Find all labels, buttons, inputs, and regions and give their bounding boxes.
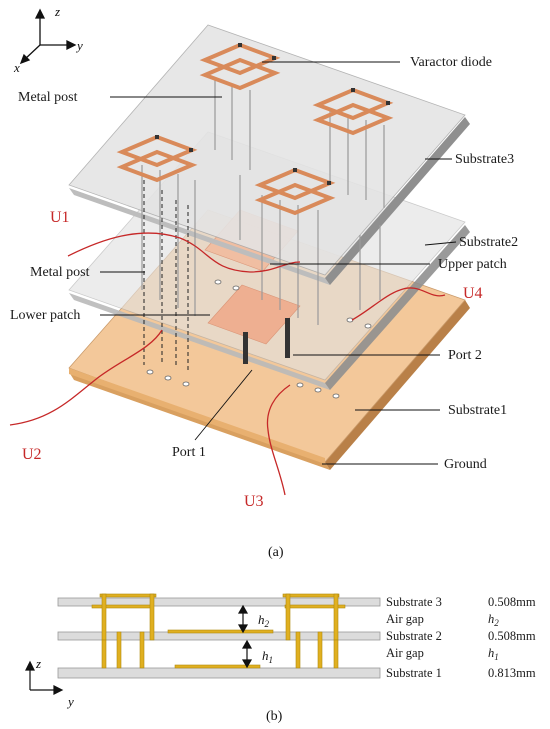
label-substrate2: Substrate2 [459,235,518,250]
label-u1: U1 [50,209,70,226]
layer-name-1: Air gap [386,612,424,626]
layer-name-2: Substrate 2 [386,629,442,643]
label-u2: U2 [22,446,42,463]
gold-structures [91,593,346,669]
leader-lines [100,61,457,465]
gap-arrows [237,604,253,669]
figure-b: h2 h1 Substrate 3 Air gap Substrate 2 Ai… [25,593,536,724]
substrate1-bar [57,667,381,679]
gap-label-h1: h1 [262,648,273,665]
label-metal-post-mid: Metal post [30,265,90,280]
label-u3: U3 [244,493,264,510]
axis-b-y-label: y [66,694,74,709]
layer-name-4: Substrate 1 [386,666,442,680]
substrate3-bar [57,597,381,607]
layer-thickness-0: 0.508mm [488,595,536,609]
layer-thickness-3: h1 [488,646,499,662]
axis-b-z-label: z [35,656,41,671]
alignment-arrows [143,180,189,370]
axis-y-label: y [75,38,83,53]
label-port1: Port 1 [172,445,206,460]
label-varactor-diode: Varactor diode [410,55,492,70]
label-u4: U4 [463,285,483,302]
gap-label-h2: h2 [258,612,270,629]
label-substrate1: Substrate1 [448,403,507,418]
unit-curves [9,232,446,496]
port2-feed-post [285,318,290,358]
axis-z-label: z [54,4,60,19]
label-ground: Ground [444,457,487,472]
layer-name-0: Substrate 3 [386,595,442,609]
vias [146,279,372,399]
metal-posts [141,80,385,325]
layer-thickness-1: h2 [488,612,499,628]
axes-b [25,660,64,695]
caption-a: (a) [268,545,284,560]
axes-triad-a [19,8,77,65]
axis-x-label: x [13,60,20,75]
figure-a: z y x [9,4,518,560]
layer-name-3: Air gap [386,646,424,660]
layer-thickness-2: 0.508mm [488,629,536,643]
varactor-diodes [155,43,390,185]
caption-b: (b) [266,709,283,724]
label-metal-post-top: Metal post [18,90,78,105]
label-lower-patch: Lower patch [10,308,80,323]
port1-feed-post [243,332,248,364]
label-substrate3: Substrate3 [455,152,514,167]
label-port2: Port 2 [448,348,482,363]
label-upper-patch: Upper patch [438,257,507,272]
layer-thickness-4: 0.813mm [488,666,536,680]
